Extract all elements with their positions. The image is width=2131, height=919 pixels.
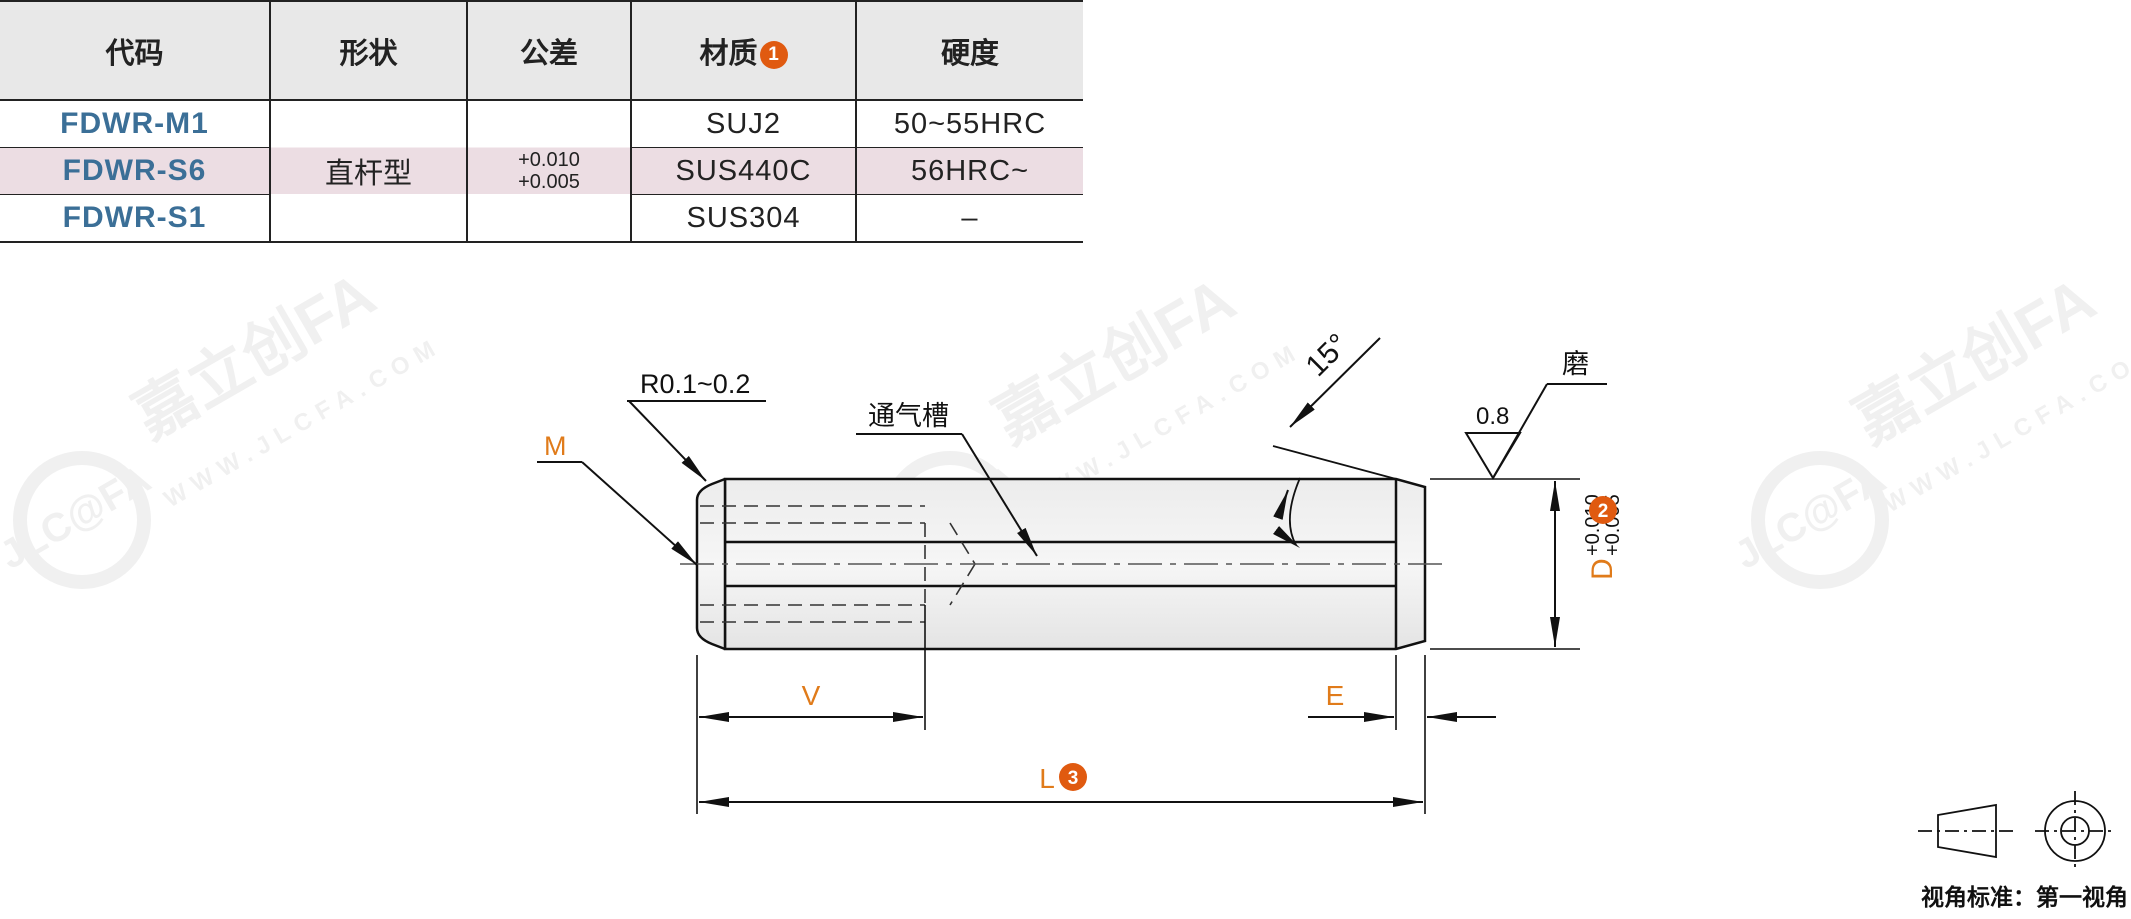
label-e: E — [1326, 680, 1345, 711]
grinding-label: 磨 — [1562, 349, 1589, 380]
shape-value: 直杆型 — [324, 156, 412, 190]
watermark-left: JLC@FA 嘉立创FA WWW.JLCFA.COM — [0, 260, 447, 589]
l-dimension: L 3 — [699, 763, 1423, 807]
header-hardness: 硬度 — [855, 1, 1083, 101]
diameter-dimension: D +0.010 +0.005 2 — [1430, 478, 1624, 650]
header-code: 代码 — [0, 1, 270, 101]
angle-label: 15° — [1300, 328, 1355, 383]
row-material: SUS440C — [630, 147, 856, 195]
radius-annotation: R0.1~0.2 — [627, 369, 766, 482]
e-dimension: E — [1308, 655, 1496, 814]
label-d: D — [1586, 558, 1619, 580]
watermark-brand: 嘉立创FA — [123, 260, 387, 452]
vent-groove-annotation: 通气槽 — [856, 401, 1038, 557]
tolerance-lower: +0.005 — [518, 171, 580, 193]
badge-d-circle — [1589, 496, 1617, 524]
header-tolerance: 公差 — [466, 1, 631, 101]
label-v: V — [802, 680, 821, 711]
table-row: FDWR-M1 直杆型 +0.010 +0.005 SUJ2 50~55HRC — [0, 100, 1083, 243]
roughness-value: 0.8 — [1476, 403, 1509, 430]
tolerance-cell: +0.010 +0.005 — [466, 100, 631, 243]
radius-label: R0.1~0.2 — [640, 369, 750, 399]
first-angle-projection-icon — [1918, 791, 2115, 871]
label-m: M — [544, 431, 567, 461]
shape-cell: 直杆型 — [269, 100, 467, 243]
row-material: SUJ2 — [630, 100, 856, 148]
label-l: L — [1039, 763, 1055, 794]
badge-l: 3 — [1068, 768, 1079, 789]
tolerance-upper: +0.010 — [518, 149, 580, 171]
v-dimension: V — [696, 605, 926, 814]
badge-l-circle — [1059, 763, 1087, 791]
row-hardness: 50~55HRC — [855, 100, 1083, 148]
row-code: FDWR-S1 — [0, 194, 270, 243]
table-row: FDWR-S6 SUS440C 56HRC~ — [0, 147, 1083, 195]
watermark-logo-ring — [1751, 451, 1889, 589]
hidden-lines — [700, 505, 976, 623]
material-note-badge: 1 — [759, 40, 788, 69]
vent-groove-label: 通气槽 — [868, 401, 949, 432]
roughness-symbol — [1464, 432, 1522, 480]
row-code: FDWR-M1 — [0, 100, 270, 148]
badge-d: 2 — [1598, 501, 1609, 522]
row-material: SUS304 — [630, 194, 856, 243]
projection-label: 视角标准：第一视角 — [1921, 884, 2128, 911]
table-row: FDWR-S1 SUS304 – — [0, 194, 1083, 243]
header-material-label: 材质 — [699, 35, 758, 70]
watermark-logo-ring — [13, 451, 151, 589]
watermark-brand: 嘉立创FA — [1843, 265, 2107, 457]
row-code: FDWR-S6 — [0, 147, 270, 195]
row-hardness: – — [855, 194, 1083, 243]
watermark-right: JLC@FA 嘉立创FA WWW.JLCFA.COM — [1728, 265, 2131, 589]
header-shape: 形状 — [269, 1, 467, 101]
watermark-brand: 嘉立创FA — [983, 265, 1247, 457]
roughness-annotation: 磨 0.8 — [1464, 349, 1607, 480]
m-annotation: M — [537, 431, 698, 566]
row-hardness: 56HRC~ — [855, 147, 1083, 195]
